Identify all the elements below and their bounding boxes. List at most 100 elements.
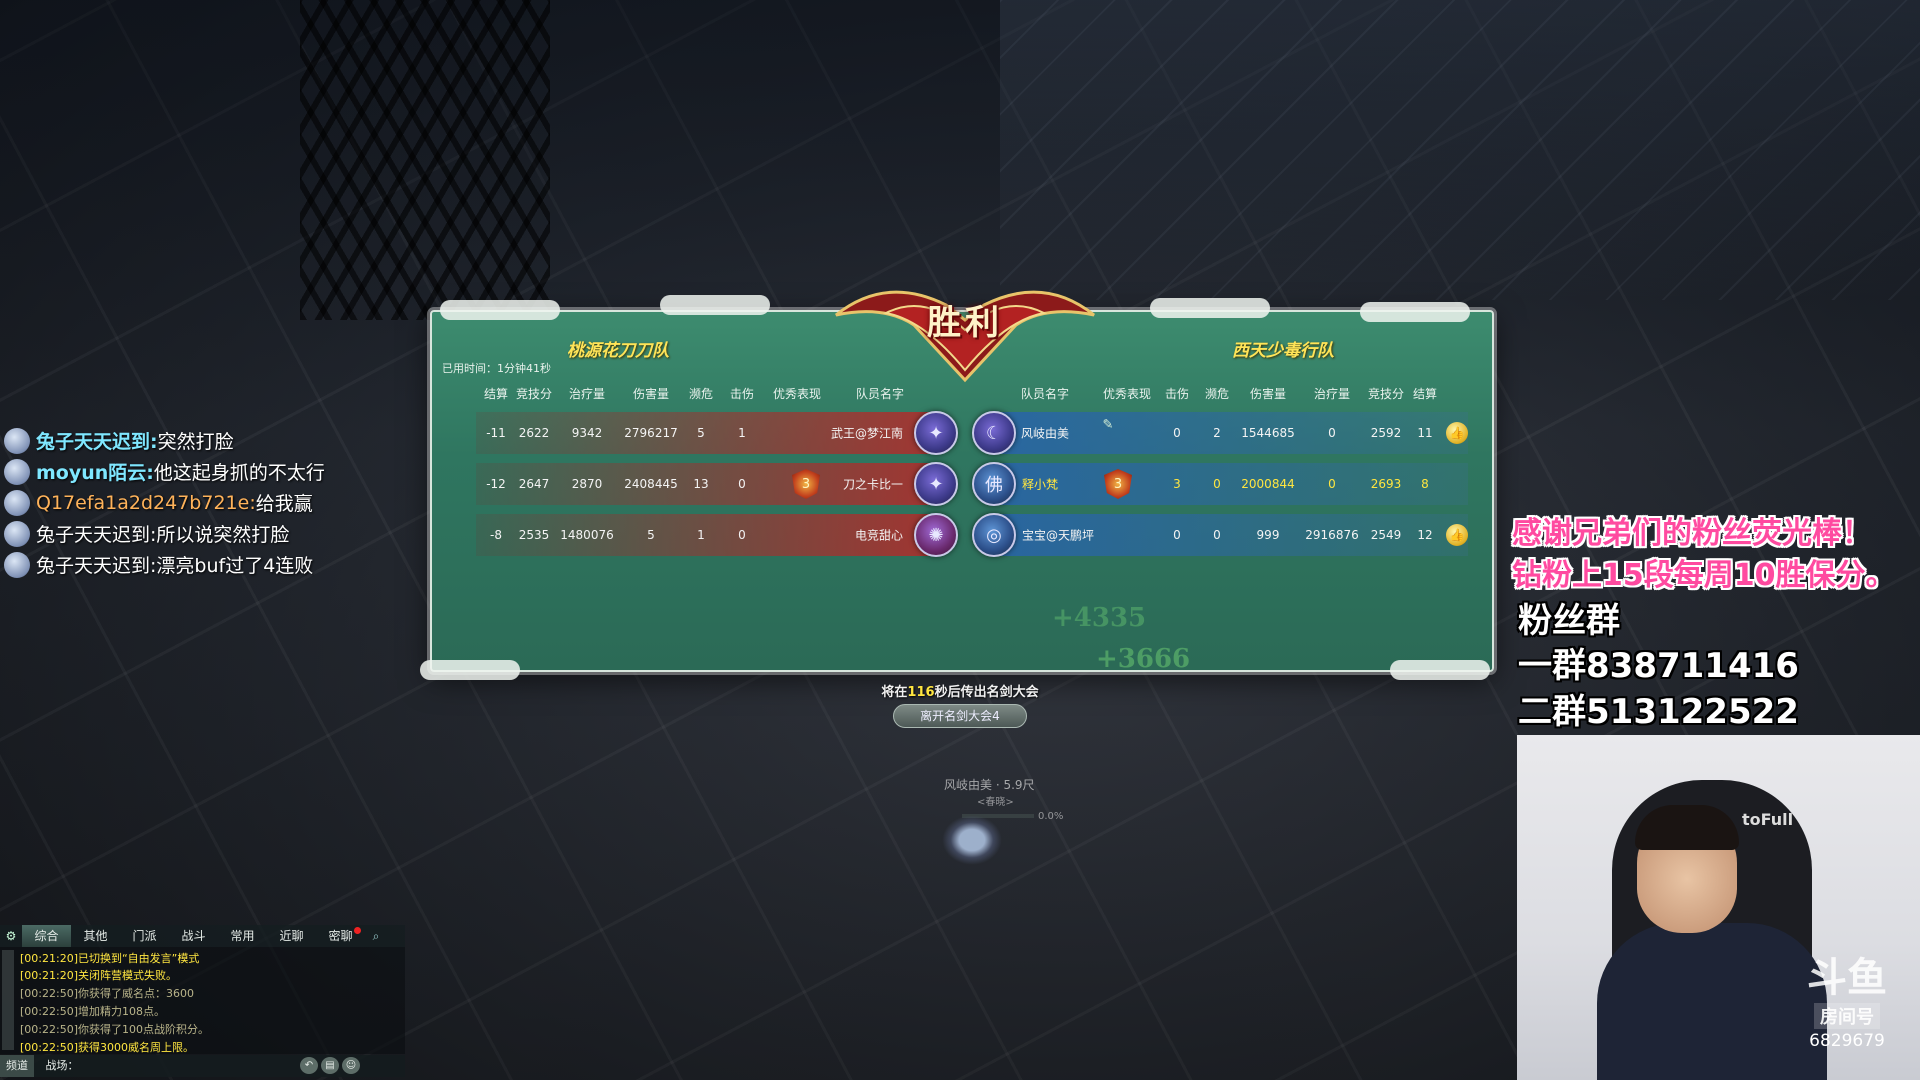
cloud-decoration <box>1150 298 1270 318</box>
countdown-prefix: 将在 <box>881 685 908 700</box>
table-row <box>476 514 951 556</box>
cell-result: 11 <box>1417 426 1433 440</box>
cell-danger: 13 <box>693 477 709 491</box>
header-score-left: 竞技分 <box>515 387 553 401</box>
cell-score: 2622 <box>518 426 550 440</box>
search-icon[interactable]: ⌕ <box>372 928 380 943</box>
danmaku-text: 他这起身抓的不太行 <box>153 462 325 484</box>
cell-player-name[interactable]: 刀之卡比一 <box>842 477 904 492</box>
leave-arena-button[interactable]: 离开名剑大会4 <box>893 704 1027 728</box>
victory-title: 胜利 <box>927 303 1003 343</box>
swirl-icon: ✦ <box>914 462 958 506</box>
danmaku-message: 兔子天天迟到:漂亮buf过了4连败 <box>4 551 313 578</box>
avatar <box>4 489 30 516</box>
promo-fan-group-title: 粉丝群 <box>1518 601 1620 641</box>
cell-damage: 5 <box>647 528 655 542</box>
cell-damage: 2408445 <box>624 477 678 491</box>
cell-healing: 2870 <box>571 477 603 491</box>
chat-tab-sect[interactable]: 门派 <box>132 929 157 943</box>
header-kills-right: 击伤 <box>1164 387 1190 401</box>
thumbs-up-icon[interactable]: 👍 <box>1446 422 1468 444</box>
player-nameplate: 风岐由美 · 5.9尺 <box>944 778 1035 792</box>
promo-group-1: 一群838711416 <box>1518 646 1799 686</box>
cloud-decoration <box>1390 660 1490 680</box>
chat-tab-nearby[interactable]: 近聊 <box>279 929 304 943</box>
mvp-ribbon-icon: ✎ <box>1102 417 1114 433</box>
cell-player-name[interactable]: 释小梵 <box>1021 477 1059 492</box>
danmaku-user: 兔子天天迟到: <box>36 555 157 577</box>
header-result-left: 结算 <box>483 387 509 401</box>
leave-countdown: 将在116秒后传出名剑大会 <box>881 681 1038 700</box>
cell-kills: 0 <box>738 477 746 491</box>
mvp-badge-icon: 3 <box>792 469 820 499</box>
header-mvp-right: 优秀表现 <box>1102 387 1152 401</box>
header-mvp-left: 优秀表现 <box>772 387 822 401</box>
cell-damage: 1544685 <box>1241 426 1295 440</box>
promo-thanks: 感谢兄弟们的粉丝荧光棒！ <box>1512 516 1872 551</box>
cell-result: -11 <box>486 426 506 440</box>
gear-icon[interactable]: ⚙ <box>5 929 17 943</box>
table-row <box>973 463 1468 505</box>
chat-tab-general[interactable]: 综合 <box>22 925 71 947</box>
cloud-decoration <box>660 295 770 315</box>
cell-score: 2535 <box>518 528 550 542</box>
danmaku-message: 兔子天天迟到:突然打脸 <box>4 427 234 454</box>
team-name-left: 桃源花刀刀队 <box>567 341 669 361</box>
header-name-left: 队员名字 <box>855 387 905 401</box>
undo-icon[interactable]: ↶ <box>300 1057 318 1074</box>
cell-result: -8 <box>490 528 502 542</box>
cell-player-name[interactable]: 电竞甜心 <box>854 528 904 543</box>
chat-tab-bar: ⚙ 综合 其他 门派 战斗 常用 近聊 密聊 ⌕ <box>0 925 405 947</box>
chat-tab-other[interactable]: 其他 <box>83 929 108 943</box>
danmaku-text: 漂亮buf过了4连败 <box>156 555 314 577</box>
countdown-suffix: 秒后传出名剑大会 <box>934 685 1039 700</box>
cell-damage: 2796217 <box>624 426 678 440</box>
chat-tab-whisper[interactable]: 密聊 <box>316 925 365 947</box>
cell-score: 2647 <box>518 477 550 491</box>
cell-danger: 2 <box>1213 426 1221 440</box>
cell-danger: 0 <box>1213 528 1221 542</box>
thumbs-up-icon[interactable]: 👍 <box>1446 524 1468 546</box>
cell-healing: 1480076 <box>560 528 614 542</box>
table-row <box>476 412 951 454</box>
danmaku-user: 兔子天天迟到: <box>36 524 157 546</box>
cell-kills: 3 <box>1173 477 1181 491</box>
floor-pattern <box>1000 0 1920 300</box>
chat-line: [00:21:20]已切换到“自由发言”模式 <box>20 952 200 965</box>
table-row <box>973 412 1468 454</box>
cell-damage: 999 <box>1256 528 1280 542</box>
streamer-body <box>1597 923 1827 1080</box>
danmaku-user: 兔子天天迟到: <box>36 431 158 453</box>
header-danger-right: 濒危 <box>1204 387 1230 401</box>
chat-line: [00:22:50]获得3000威名周上限。 <box>20 1041 194 1054</box>
cell-result: 12 <box>1417 528 1433 542</box>
message-icon[interactable]: ▤ <box>321 1057 339 1074</box>
danmaku-user: Q17efa1a2d247b721e: <box>36 491 256 514</box>
chat-tab-combat[interactable]: 战斗 <box>181 929 206 943</box>
cell-player-name[interactable]: 武王@梦江南 <box>830 426 904 441</box>
cell-kills: 0 <box>738 528 746 542</box>
countdown-seconds: 116 <box>907 685 935 700</box>
victory-emblem: 胜利 <box>826 275 1104 385</box>
chat-scrollbar[interactable] <box>2 950 14 1050</box>
chat-tab-common[interactable]: 常用 <box>230 929 255 943</box>
cell-danger: 0 <box>1213 477 1221 491</box>
cell-score: 2549 <box>1370 528 1402 542</box>
fallen-player-character[interactable] <box>942 815 1002 865</box>
streamer-hair <box>1635 805 1739 850</box>
avatar <box>4 427 30 454</box>
winged-heart-icon <box>835 290 1095 383</box>
header-damage-left: 伤害量 <box>632 387 670 401</box>
cell-danger: 1 <box>697 528 705 542</box>
cell-healing: 0 <box>1328 426 1336 440</box>
emoji-icon[interactable]: ☺ <box>342 1057 360 1074</box>
cell-player-name[interactable]: 宝宝@天鹏坪 <box>1021 528 1095 543</box>
swirl-icon: ✦ <box>914 411 958 455</box>
cloud-decoration <box>420 660 520 680</box>
chat-channel-label: 战场： <box>45 1059 79 1072</box>
heal-float-number: +3666 <box>1096 644 1191 674</box>
channel-selector[interactable]: 频道 <box>0 1055 34 1077</box>
cell-player-name[interactable]: 风岐由美 <box>1020 426 1070 441</box>
chat-input-bar[interactable]: 频道 战场： ↶ ▤ ☺ <box>0 1055 405 1077</box>
chat-log <box>0 947 405 1054</box>
